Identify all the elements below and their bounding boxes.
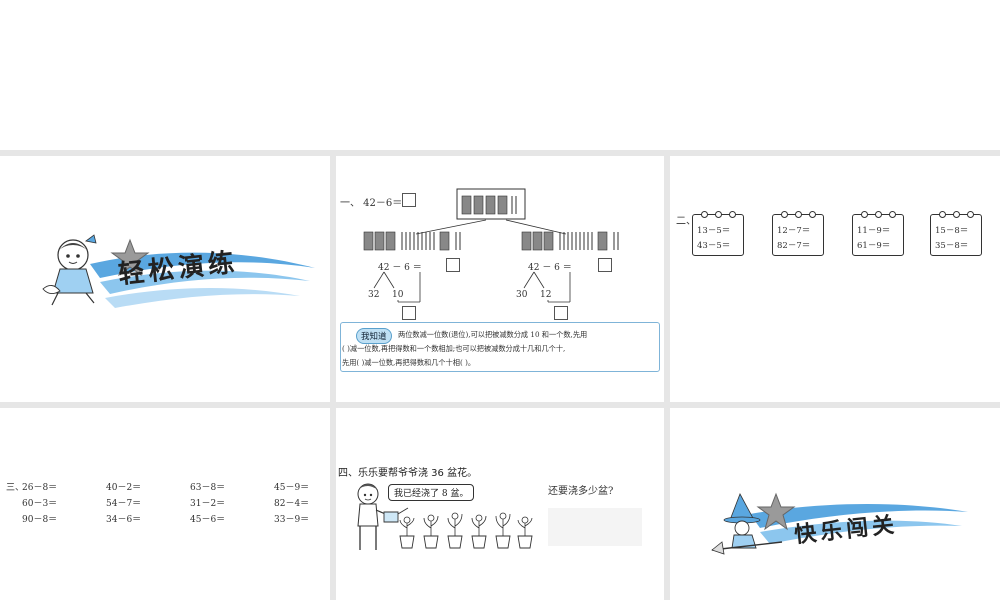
knowledge-line-2: ( )减一位数,再把得数和一个数相加;也可以把被减数分成十几和几个十, — [342, 344, 566, 353]
calc-item: 82－4＝ — [274, 499, 310, 509]
calc-item: 90－8＝ — [22, 515, 58, 525]
calc-item: 63－8＝ — [190, 483, 226, 493]
calc-item: 54－7＝ — [106, 499, 142, 509]
problem-expression: 一、 42－6＝ — [340, 198, 403, 209]
stick-bundles-icon — [456, 188, 526, 220]
problem-label: 三、 — [6, 483, 25, 493]
right-stick-bundles-icon — [521, 231, 619, 251]
knowledge-box — [340, 322, 660, 372]
knowledge-tag: 我知道 — [356, 328, 392, 344]
left-split-b: 10 — [392, 290, 404, 300]
witch-illustration-icon — [711, 493, 783, 555]
calc-card: 12－7＝ 82－7＝ — [772, 211, 824, 256]
calc-item: 31－2＝ — [190, 499, 226, 509]
right-split-b: 12 — [540, 290, 552, 300]
card-line-1: 12－7＝ — [777, 226, 811, 236]
panel-problem-one[interactable]: 一、 42－6＝ — [336, 156, 664, 402]
left-answer-box[interactable] — [446, 258, 460, 272]
card-line-1: 13－5＝ — [697, 226, 731, 236]
problem-title: 四、乐乐要帮爷爷浇 36 盆花。 — [338, 468, 478, 479]
problem-label: 二、 — [676, 216, 696, 227]
calc-item: 45－6＝ — [190, 515, 226, 525]
left-stick-bundles-icon — [363, 231, 461, 251]
card-line-2: 43－5＝ — [697, 241, 731, 251]
star-icon — [756, 492, 796, 531]
calc-card: 11－9＝ 61－9＝ — [852, 211, 904, 256]
calc-item: 34－6＝ — [106, 515, 142, 525]
swoosh-banner-graphic — [90, 252, 315, 308]
card-line-2: 35－8＝ — [935, 241, 969, 251]
calc-item: 40－2＝ — [106, 483, 142, 493]
question-text: 还要浇多少盆? — [548, 486, 614, 497]
boy-watering-flowers-illustration-icon — [357, 483, 533, 550]
left-split-a: 32 — [368, 290, 380, 300]
calc-card: 15－8＝ 35－8＝ — [930, 211, 982, 256]
left-split-lines — [373, 271, 421, 303]
card-line-1: 15－8＝ — [935, 226, 969, 236]
right-answer-box[interactable] — [598, 258, 612, 272]
knowledge-line-1: 两位数减一位数(退位),可以把被减数分成 10 和一个数,先用 — [398, 330, 588, 339]
panel-problem-four[interactable]: 四、乐乐要帮爷爷浇 36 盆花。 还要浇多少盆? 我已经浇了 8 盆。 — [336, 408, 664, 600]
left-result-box[interactable] — [402, 306, 416, 320]
calc-item: 26－8＝ — [22, 483, 58, 493]
card-line-2: 61－9＝ — [857, 241, 891, 251]
calc-card: 13－5＝ 43－5＝ — [692, 211, 744, 256]
answer-box[interactable] — [402, 193, 416, 207]
connector-lines — [415, 219, 567, 235]
panel-problem-two[interactable]: 二、 13－5＝ 43－5＝ 12－7＝ 82－7＝ 11－9＝ 61－9＝ 1… — [670, 156, 1000, 402]
calc-item: 60－3＝ — [22, 499, 58, 509]
swoosh-banner-graphic — [750, 504, 968, 544]
girl-illustration-icon — [42, 234, 97, 306]
left-tree-expression: 42 － 6 ＝ — [378, 263, 422, 273]
calc-item: 33－9＝ — [274, 515, 310, 525]
right-split-a: 30 — [516, 290, 528, 300]
panel-problem-three[interactable]: 三、 26－8＝ 40－2＝ 63－8＝ 45－9＝ 60－3＝ 54－7＝ 3… — [0, 408, 330, 600]
calc-item: 45－9＝ — [274, 483, 310, 493]
speech-bubble: 我已经浇了 8 盆。 — [388, 484, 475, 501]
panel-easy-practice[interactable]: 轻松演练 — [0, 156, 330, 402]
knowledge-line-3: 先用( )减一位数,再把得数和几个十相( )。 — [342, 358, 476, 367]
star-icon — [110, 238, 150, 277]
answer-area[interactable] — [548, 508, 642, 546]
top-blank-area — [0, 0, 1000, 150]
panel-happy-challenge[interactable]: 快乐闯关 — [670, 408, 1000, 600]
right-result-box[interactable] — [554, 306, 568, 320]
right-split-lines — [523, 271, 571, 303]
card-line-2: 82－7＝ — [777, 241, 811, 251]
right-tree-expression: 42 － 6 ＝ — [528, 263, 572, 273]
slide-grid: 轻松演练 一、 42－6＝ — [0, 150, 1000, 600]
card-line-1: 11－9＝ — [857, 226, 891, 236]
